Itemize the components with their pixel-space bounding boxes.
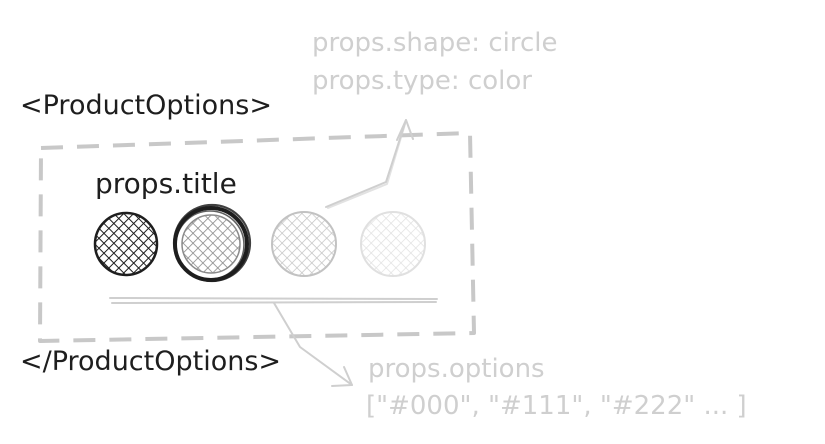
color-swatch[interactable] <box>93 211 159 277</box>
shape-note: props.shape: circle <box>312 28 557 58</box>
color-swatch[interactable] <box>360 211 426 277</box>
color-swatches <box>93 203 426 283</box>
close-tag: </ProductOptions> <box>20 346 281 377</box>
shape-type-arrow <box>325 119 414 209</box>
options-arrow <box>273 302 353 387</box>
options-note: props.options <box>368 354 545 384</box>
title-label: props.title <box>95 167 237 200</box>
options-value-note: ["#000", "#111", "#222" ... ] <box>366 391 747 421</box>
color-swatch[interactable] <box>271 211 337 277</box>
selection-ring <box>172 203 252 283</box>
type-note: props.type: color <box>312 66 532 96</box>
color-swatch-selected[interactable] <box>181 214 241 274</box>
open-tag: <ProductOptions> <box>20 90 272 121</box>
component-boundary <box>38 131 476 343</box>
